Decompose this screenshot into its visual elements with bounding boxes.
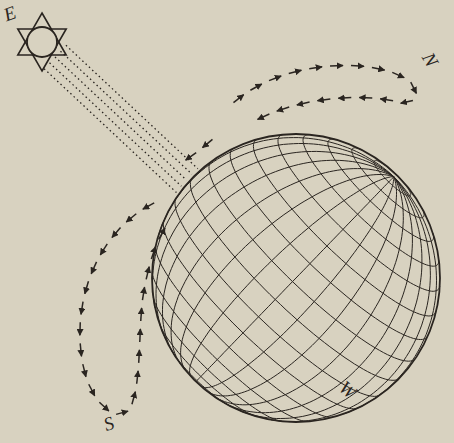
flow-arrow (372, 67, 385, 70)
flow-arrow (250, 84, 261, 90)
graticule-line (222, 177, 412, 413)
graticule-line (207, 177, 397, 396)
graticule-line (160, 324, 255, 415)
graticule-line (328, 139, 434, 241)
sun-symbol (18, 13, 66, 71)
flow-arrow (85, 281, 89, 293)
sun-ray (44, 69, 176, 193)
flow-arrow (203, 139, 213, 147)
graticule-line (352, 148, 424, 218)
flow-arrow (269, 76, 281, 81)
flow-arrow (330, 65, 343, 67)
graticule-line (303, 135, 439, 267)
graticule-line (152, 272, 307, 422)
graticule-line (171, 350, 228, 405)
graticule-line (175, 198, 380, 396)
flow-arrow (143, 203, 154, 209)
flow-arrow (277, 107, 289, 111)
graticule-line (209, 162, 415, 361)
flow-arrow (401, 100, 413, 103)
graticule-line (156, 246, 333, 417)
flow-arrow (297, 102, 310, 105)
flow-arrow (359, 97, 372, 99)
flow-arrow (233, 95, 243, 103)
graticule-line (230, 148, 428, 339)
graticule-line (214, 177, 403, 405)
graticule-line (163, 221, 357, 408)
graticule-line (190, 178, 399, 380)
flow-arrow (79, 322, 81, 335)
flow-arrow (112, 228, 121, 238)
flow-arrow (81, 302, 83, 315)
flow-arrow (140, 308, 142, 321)
flow-arrow (116, 411, 128, 414)
flow-arrow (99, 402, 108, 411)
sun-ray (50, 63, 182, 186)
circulation-arrows (80, 65, 416, 414)
sun-ray (60, 51, 192, 174)
flow-arrow (411, 82, 417, 93)
flow-arrow (146, 267, 149, 280)
flow-arrow (159, 228, 165, 239)
graticule-line (344, 177, 437, 414)
flow-arrow (338, 97, 351, 99)
flow-arrow (83, 364, 86, 377)
sun-rays (44, 45, 198, 192)
sun-ray (55, 57, 187, 180)
flow-arrow (91, 262, 96, 274)
flow-arrow (80, 343, 81, 356)
graticule-line (374, 160, 411, 196)
flow-arrow (186, 153, 197, 161)
sun-ray (66, 45, 198, 168)
flow-arrow (380, 99, 393, 101)
flow-arrow (151, 247, 155, 259)
flow-arrow (392, 72, 404, 77)
compass-letter: S (101, 413, 116, 434)
flow-arrow (351, 65, 364, 67)
flow-arrow (142, 287, 144, 300)
flow-arrow (258, 114, 270, 119)
flow-arrow (139, 329, 141, 342)
compass-letter: N (419, 49, 442, 69)
flow-arrow (126, 214, 136, 222)
flow-arrow (137, 371, 138, 384)
compass-letter: E (1, 3, 18, 25)
globe (152, 134, 440, 422)
flow-arrow (100, 244, 107, 255)
graticule-line (253, 139, 436, 316)
globe-outline (152, 134, 440, 422)
flow-arrow (132, 392, 135, 405)
flow-arrow (317, 99, 330, 101)
graticule-line (201, 177, 393, 388)
graticule-line (153, 297, 282, 421)
graticule-line (278, 135, 440, 292)
flow-arrow (89, 384, 95, 396)
flow-arrow (289, 70, 302, 73)
flow-arrow (138, 350, 140, 363)
flow-arrow (309, 67, 322, 69)
